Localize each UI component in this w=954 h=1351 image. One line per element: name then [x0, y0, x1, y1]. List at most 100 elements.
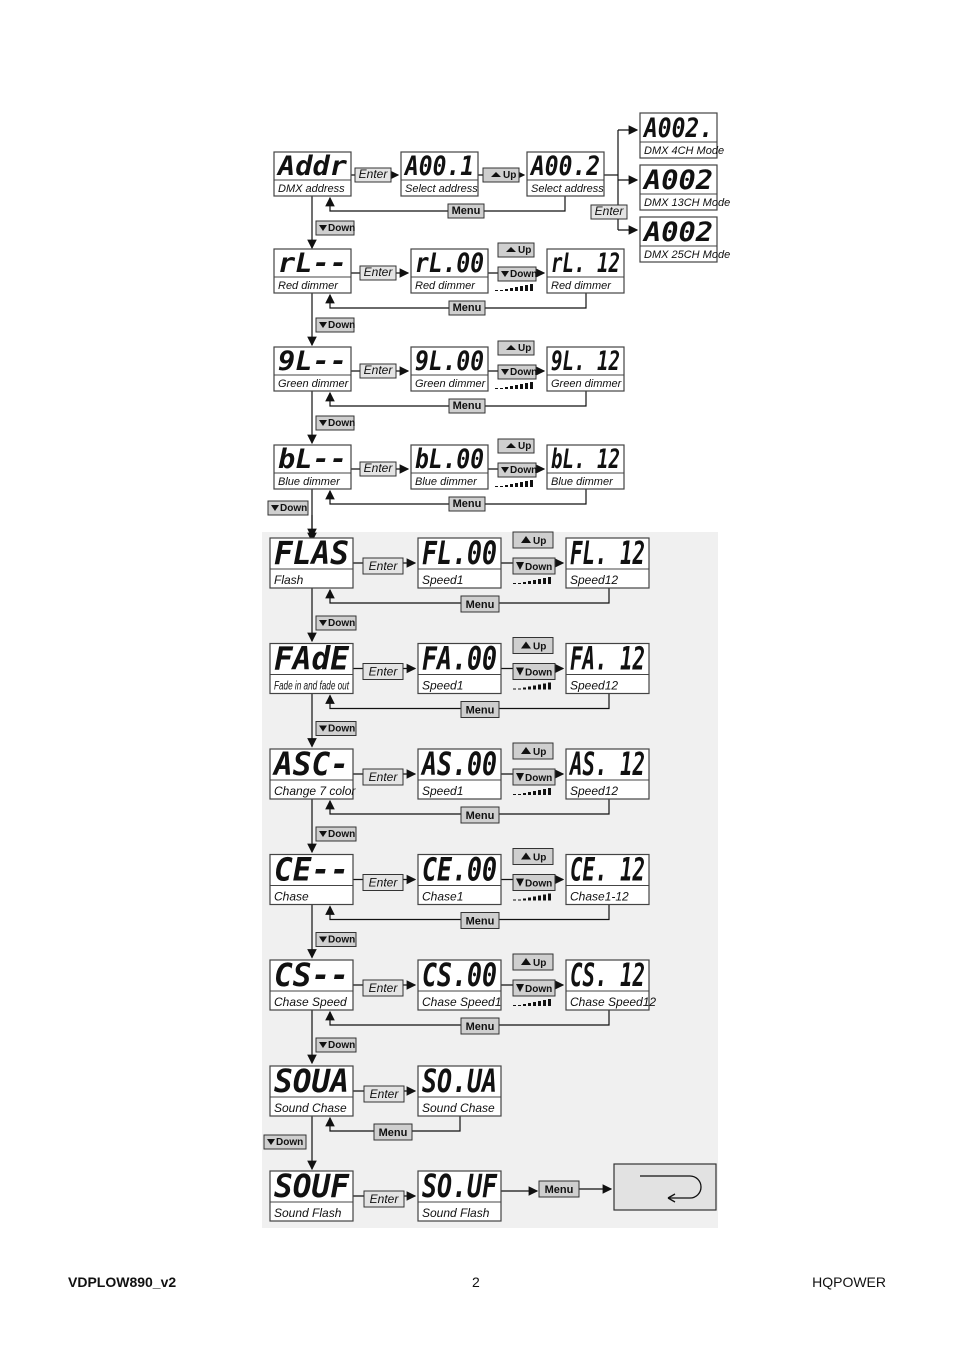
level-ramp-bar — [543, 1000, 546, 1006]
program-1-last-display-caption: Speed12 — [570, 573, 618, 587]
down-button-to-sound-flash: Down — [263, 1134, 307, 1150]
program-2-up-button-frame — [512, 637, 554, 654]
dimmer-2-main-display-display: 9L-- — [278, 346, 347, 377]
program-2-enter-button-label: Enter — [369, 665, 399, 679]
level-ramp-bar — [548, 893, 551, 901]
addr-mode-enter-button-label: Enter — [595, 204, 625, 218]
dimmer-3-menu-button-frame — [448, 496, 486, 512]
sound-2-next-display-frame — [417, 1170, 502, 1222]
addr-up-button-label: Up — [503, 170, 516, 181]
addr-up-button: Up — [482, 167, 520, 183]
program-5-down-next-button-label: Down — [328, 1040, 355, 1051]
addr-mode-display-3-caption: DMX 25CH Mode — [644, 249, 730, 261]
program-3-enter-button-frame — [362, 768, 404, 786]
down-arrow-icon — [319, 936, 327, 943]
level-ramp-bar — [500, 388, 503, 389]
up-arrow-icon — [506, 247, 516, 252]
level-ramp-bar — [505, 387, 508, 389]
dimmer-3-level-ramp — [495, 480, 533, 487]
dimmer-2-first-display-frame — [410, 346, 489, 392]
level-ramp-bar — [525, 383, 528, 389]
program-5-down-next-button-frame — [315, 1037, 357, 1053]
program-3-last-display-display: AS. 12 — [569, 745, 645, 783]
program-2-menu-button-frame — [460, 701, 500, 718]
program-1-up-button-frame — [512, 531, 554, 549]
level-ramp-bar — [513, 688, 516, 690]
level-ramp-bar — [525, 285, 528, 291]
addr-mode-display-2-display: A002 — [642, 165, 713, 196]
program-4-menu-button: Menu — [460, 912, 500, 929]
dimmer-2-down-next-button-label: Down — [328, 418, 355, 429]
program-5-first-display-frame — [417, 959, 502, 1011]
down-arrow-icon — [319, 620, 327, 626]
dimmer-2-enter-button-frame — [359, 363, 397, 379]
sound-2-menu-button: Menu — [538, 1180, 580, 1198]
program-4-main-display: CE--Chase — [269, 851, 354, 906]
dimmer-1-main-display-frame — [273, 248, 352, 294]
addr-main-display-frame — [273, 151, 352, 197]
return-box-frame — [613, 1163, 717, 1211]
down-arrow-icon — [516, 562, 524, 570]
dimmer-1-first-display-display: rL.00 — [415, 248, 484, 279]
dimmer-3-enter-button: Enter — [359, 461, 397, 477]
down-button-1: Down — [315, 220, 355, 236]
dimmer-2-up-button: Up — [497, 340, 535, 356]
down-arrow-icon — [319, 322, 327, 328]
level-ramp-bar — [548, 682, 551, 690]
down-arrow-icon — [319, 420, 327, 426]
dimmer-2-menu-button-label: Menu — [453, 400, 482, 412]
sound-2-menu-button-label: Menu — [545, 1184, 574, 1196]
program-1-down-button: Down — [512, 557, 556, 575]
program-1-main-display-caption: Flash — [274, 573, 304, 587]
program-4-up-button: Up — [512, 848, 554, 865]
level-ramp-bar — [510, 288, 513, 291]
program-5-up-button: Up — [512, 953, 554, 971]
level-ramp-bar — [528, 581, 531, 584]
program-5-last-display-display: CS. 12 — [570, 956, 645, 994]
program-1-down-next-button: Down — [315, 615, 357, 631]
up-arrow-icon — [521, 852, 531, 860]
program-4-down-button: Down — [512, 874, 556, 891]
dimmer-1-up-button: Up — [497, 242, 535, 258]
program-1-last-display-frame — [565, 537, 650, 589]
level-ramp-bar — [510, 484, 513, 487]
level-ramp-bar — [518, 1005, 521, 1006]
addr-menu-button-frame — [447, 203, 485, 219]
program-4-menu-button-label: Menu — [466, 916, 495, 928]
addr-enter-button: Enter — [354, 167, 392, 183]
level-ramp-bar — [538, 895, 541, 901]
program-4-enter-button: Enter — [362, 874, 404, 891]
addr-mode-display-3-display: A002 — [642, 217, 713, 248]
level-ramp-bar — [513, 794, 516, 795]
dimmer-1-down-button-frame — [497, 266, 537, 282]
program-4-up-button-label: Up — [533, 853, 546, 864]
down-arrow-icon — [516, 773, 524, 781]
level-ramp-bar — [518, 688, 521, 690]
sound-1-enter-button-label: Enter — [370, 1087, 400, 1101]
dimmer-1-first-display-frame — [410, 248, 489, 294]
level-ramp-bar — [538, 790, 541, 795]
program-1-down-next-button-frame — [315, 615, 357, 631]
down-button-to-sound-flash-label: Down — [276, 1137, 303, 1148]
level-ramp-bar — [523, 582, 526, 584]
sound-1-enter-button: Enter — [363, 1085, 405, 1103]
dimmer-3-up-button-label: Up — [518, 441, 531, 452]
level-ramp-bar — [538, 684, 541, 690]
program-4-down-next-button-label: Down — [328, 935, 355, 946]
level-ramp-bar — [513, 583, 516, 584]
level-ramp-bar — [520, 384, 523, 389]
dimmer-2-down-button: Down — [497, 364, 537, 380]
program-5-down-next-button: Down — [315, 1037, 357, 1053]
program-3-menu-button-frame — [460, 806, 500, 824]
program-3-first-display-frame — [417, 748, 502, 800]
level-ramp-bar — [543, 578, 546, 584]
level-ramp-bar — [495, 486, 498, 487]
addr-main-display-display: Addr — [276, 151, 348, 182]
sound-1-next-display-caption: Sound Chase — [422, 1101, 495, 1115]
